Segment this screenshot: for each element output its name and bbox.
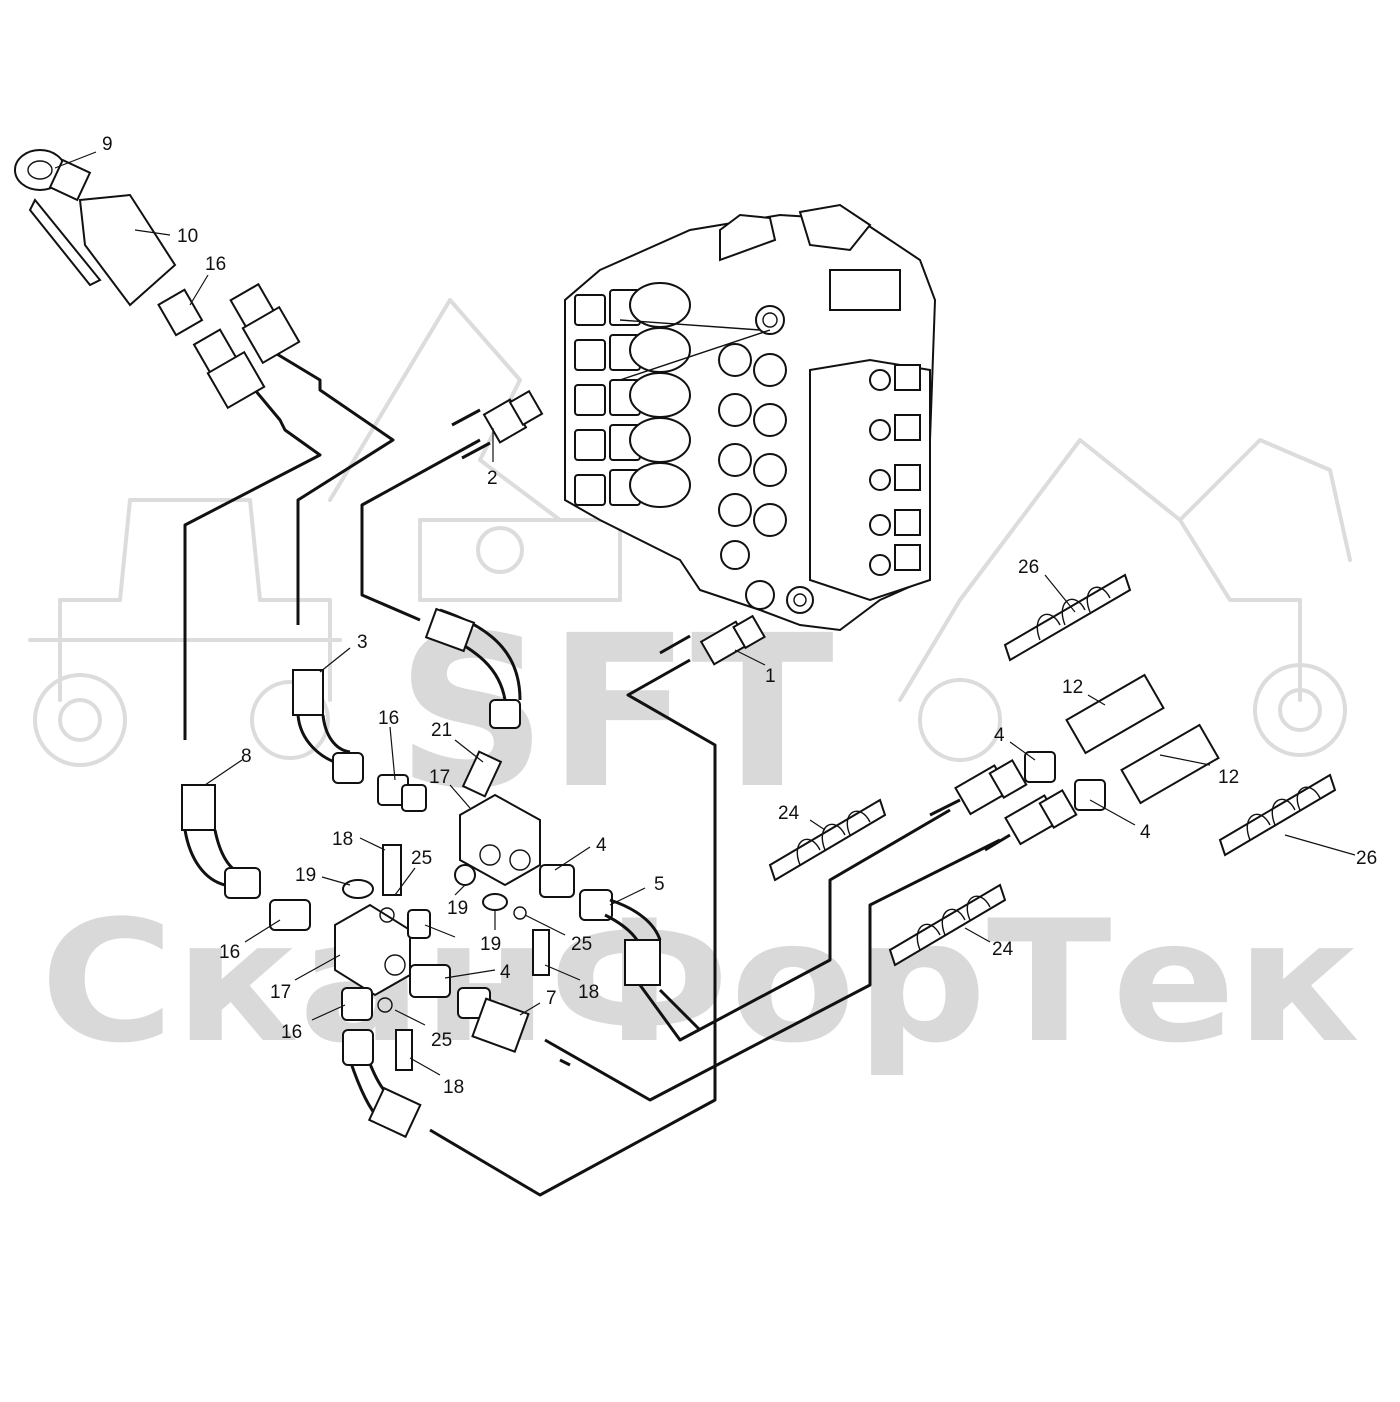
callout-12: 12 xyxy=(1218,767,1239,788)
callout-9: 9 xyxy=(102,134,113,155)
callout-12: 12 xyxy=(1062,677,1083,698)
callout-17: 17 xyxy=(270,982,291,1003)
hose-2 xyxy=(360,389,544,729)
callout-16: 16 xyxy=(205,254,226,275)
control-valve-block xyxy=(564,203,937,632)
callout-16: 16 xyxy=(281,1022,302,1043)
callout-16: 16 xyxy=(219,942,240,963)
callout-4: 4 xyxy=(994,725,1005,746)
top-left-valve xyxy=(14,149,204,337)
hose-3 xyxy=(183,282,395,784)
hose-7 xyxy=(457,789,1078,1102)
callout-26: 26 xyxy=(1356,848,1377,869)
leader-lines xyxy=(54,151,1356,1076)
callout-25: 25 xyxy=(411,848,432,869)
callout-26: 26 xyxy=(1018,557,1039,578)
callout-19: 19 xyxy=(295,865,316,886)
callout-24: 24 xyxy=(778,803,800,824)
callout-7: 7 xyxy=(546,988,557,1009)
callout-24: 24 xyxy=(992,939,1014,960)
hose-8 xyxy=(181,784,261,899)
callout-19: 19 xyxy=(480,934,501,955)
callout-2: 2 xyxy=(487,468,498,489)
callout-18: 18 xyxy=(443,1077,464,1098)
callout-19: 19 xyxy=(447,898,468,919)
callout-4: 4 xyxy=(596,835,607,856)
callout-25: 25 xyxy=(431,1030,452,1051)
callouts: 9 10 16 2 26 3 1 16 21 12 8 17 4 12 24 4… xyxy=(102,134,1377,1098)
callout-4: 4 xyxy=(1140,822,1151,843)
callout-4: 4 xyxy=(500,962,511,983)
callout-18: 18 xyxy=(578,982,599,1003)
callout-5: 5 xyxy=(654,874,665,895)
watermark-company-name: СканФорТек xyxy=(40,884,1360,1080)
callout-16: 16 xyxy=(378,708,399,729)
callout-3: 3 xyxy=(357,632,368,653)
lower-fittings xyxy=(269,673,1220,1071)
callout-21: 21 xyxy=(431,720,452,741)
callout-10: 10 xyxy=(177,226,198,247)
callout-8: 8 xyxy=(241,746,252,767)
callout-1: 1 xyxy=(765,666,776,687)
valve-sections xyxy=(574,282,921,614)
hoses xyxy=(181,282,1078,1197)
hose-5 xyxy=(579,759,1028,1042)
hose-1 xyxy=(342,614,766,1197)
callout-25: 25 xyxy=(571,934,592,955)
callout-18: 18 xyxy=(332,829,353,850)
spiral-guards xyxy=(768,573,1337,967)
callout-17: 17 xyxy=(429,767,450,788)
